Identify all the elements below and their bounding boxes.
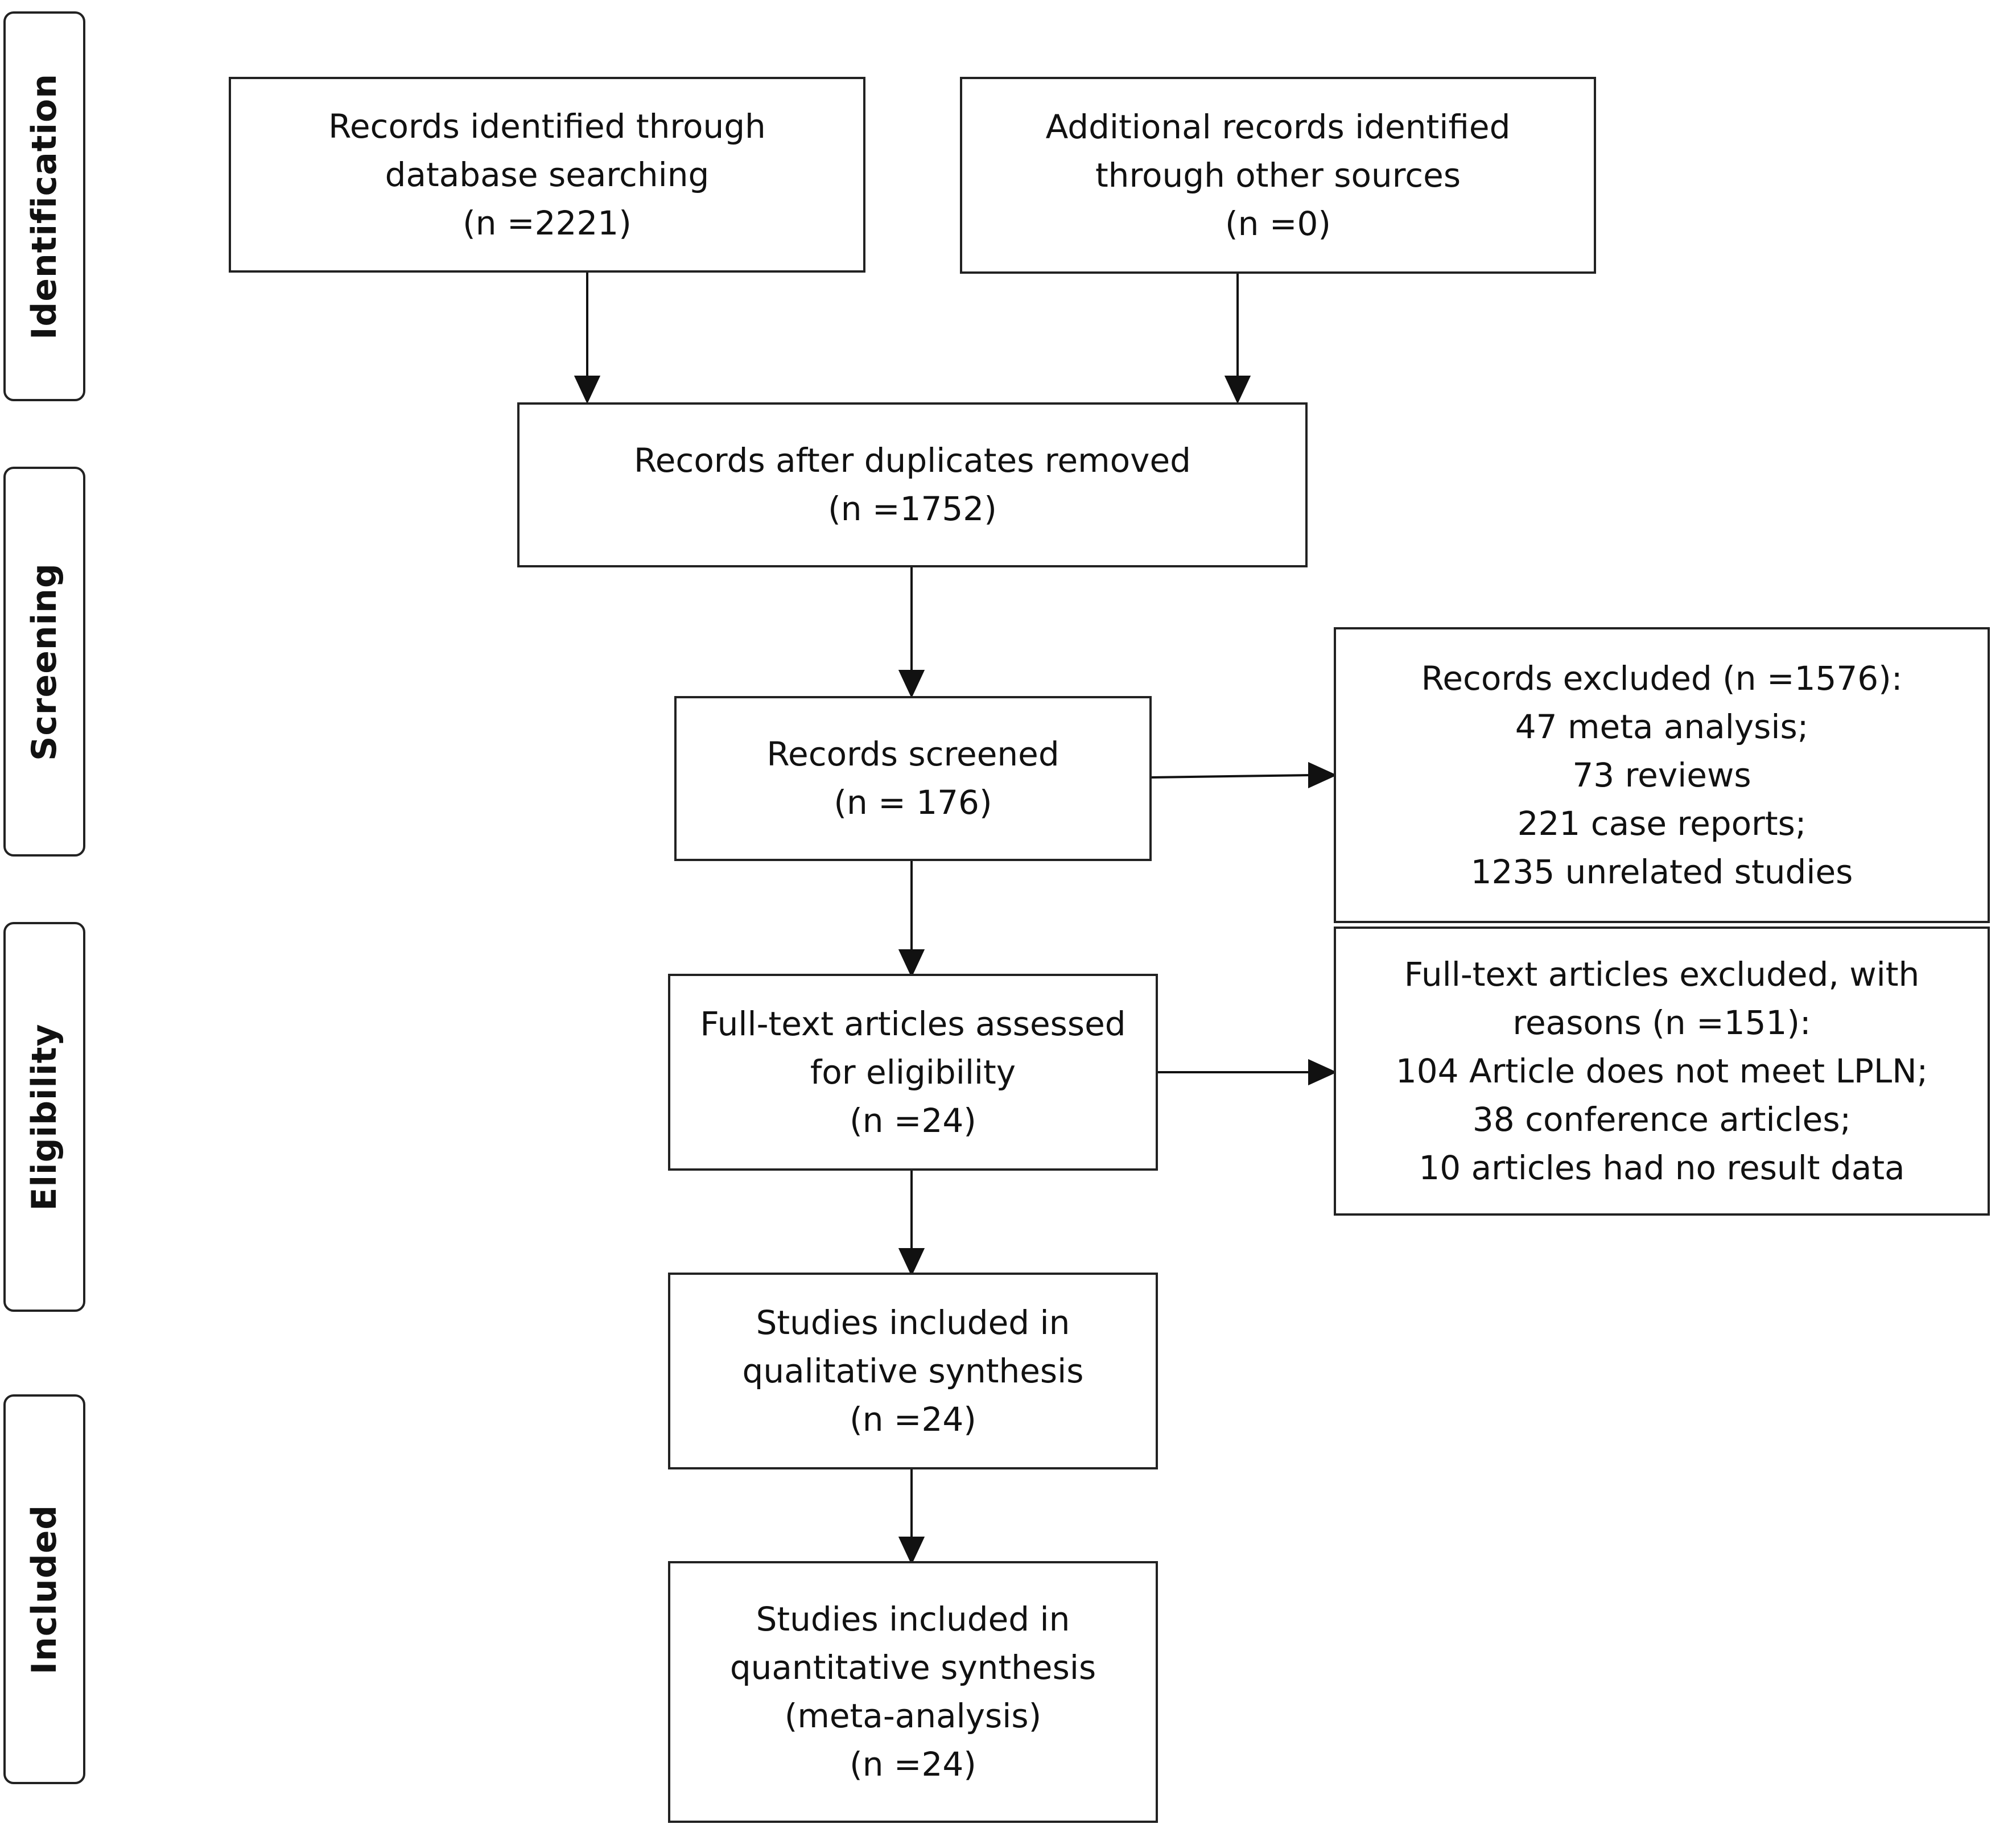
box-line: quantitative synthesis	[729, 1648, 1096, 1687]
box-line: Additional records identified	[1045, 107, 1511, 146]
box-line: (n =24)	[850, 1745, 976, 1784]
box-line: 104 Article does not meet LPLN;	[1395, 1051, 1928, 1090]
box-records-screened: Records screened (n = 176)	[674, 696, 1152, 861]
arrowhead-screened-to-fulltext	[898, 949, 925, 978]
box-line: Records screened	[766, 735, 1059, 773]
box-qualitative-synthesis: Studies included in qualitative synthesi…	[668, 1273, 1158, 1469]
box-line: reasons (n =151):	[1512, 1003, 1811, 1042]
box-after-duplicates: Records after duplicates removed (n =175…	[517, 402, 1308, 567]
box-line: (n =2221)	[463, 203, 632, 242]
stage-tab-included: Included	[3, 1394, 85, 1784]
box-line: for eligibility	[810, 1052, 1016, 1092]
box-line: Studies included in	[756, 1600, 1070, 1638]
stage-tab-screening: Screening	[3, 467, 85, 857]
box-full-text-assessed: Full-text articles assessed for eligibil…	[668, 974, 1158, 1171]
box-line: 73 reviews	[1572, 755, 1751, 794]
arrowhead-fulltext-to-excluded	[1308, 1059, 1337, 1086]
box-line: 38 conference articles;	[1472, 1100, 1852, 1139]
box-line: through other sources	[1095, 155, 1461, 195]
box-full-text-excluded: Full-text articles excluded, with reason…	[1334, 927, 1990, 1216]
box-line: Records after duplicates removed	[634, 441, 1191, 480]
stage-tab-identification: Identification	[3, 11, 85, 401]
box-line: (n = 176)	[834, 783, 992, 822]
box-line: database searching	[385, 155, 710, 194]
box-line: 10 articles had no result data	[1419, 1148, 1905, 1187]
stage-tab-eligibility: Eligibility	[3, 922, 85, 1312]
box-line: Full-text articles excluded, with	[1404, 954, 1920, 994]
arrowhead-other-to-duplicates	[1224, 376, 1251, 404]
box-line: (n =24)	[850, 1101, 976, 1140]
box-line: (meta-analysis)	[784, 1697, 1042, 1735]
box-line: Studies included in	[756, 1303, 1070, 1342]
box-line: Records identified through	[328, 106, 766, 146]
box-line: (n =0)	[1225, 204, 1331, 243]
arrowhead-duplicates-to-screened	[898, 670, 925, 698]
box-line: (n =24)	[850, 1399, 976, 1439]
arrowhead-qualitative-to-quantitative	[898, 1537, 925, 1565]
box-line: qualitative synthesis	[742, 1351, 1084, 1390]
arrowhead-screened-to-excluded	[1308, 761, 1337, 789]
box-other-sources: Additional records identified through ot…	[960, 77, 1596, 274]
box-line: Records excluded (n =1576):	[1421, 658, 1903, 698]
box-quantitative-synthesis: Studies included in quantitative synthes…	[668, 1561, 1158, 1823]
box-line: Full-text articles assessed	[700, 1004, 1126, 1043]
box-line: (n =1752)	[828, 489, 997, 528]
box-line: 221 case reports;	[1517, 804, 1807, 843]
box-database-search: Records identified through database sear…	[229, 77, 865, 273]
arrowhead-fulltext-to-qualitative	[898, 1248, 925, 1277]
arrow-screened-to-excluded	[1150, 774, 1311, 779]
box-records-excluded: Records excluded (n =1576): 47 meta anal…	[1334, 627, 1990, 923]
arrowhead-database-to-duplicates	[574, 376, 601, 404]
box-line: 47 meta analysis;	[1515, 707, 1809, 746]
box-line: 1235 unrelated studies	[1470, 852, 1853, 891]
